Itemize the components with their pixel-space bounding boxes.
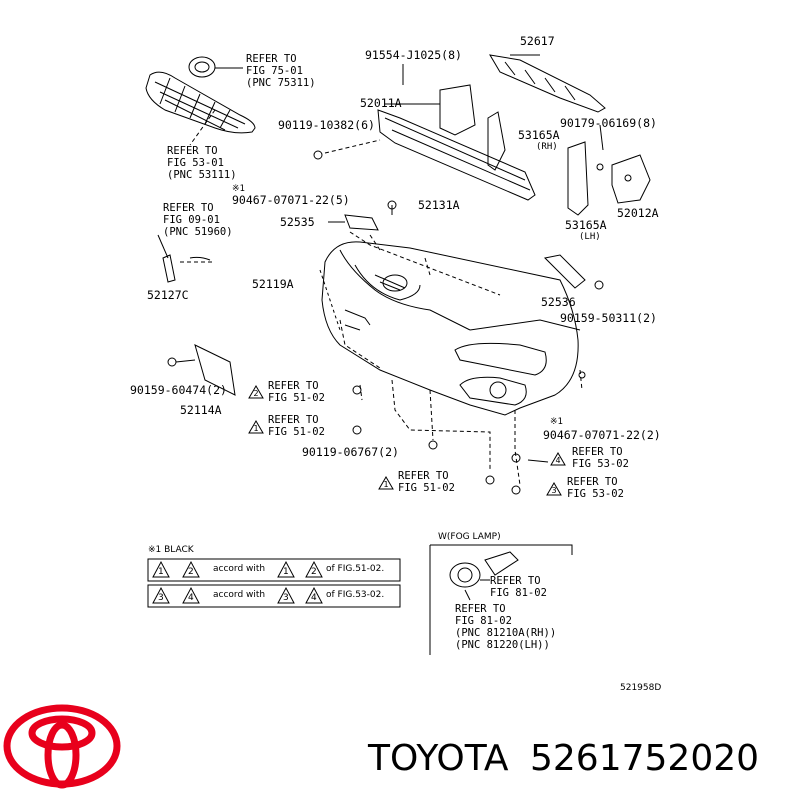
legend-row1-text: accord with [213, 564, 266, 574]
triangle-1-icon: 1 [248, 420, 264, 434]
part-52011a: 52011A [360, 96, 402, 110]
bracket-53165a-rh-drawing [487, 111, 506, 171]
bracket-52127c-drawing [162, 254, 176, 283]
bracket-52536-drawing [543, 254, 586, 289]
part-52127c: 52127C [147, 288, 189, 302]
grille-drawing [145, 71, 256, 134]
legend-row2-c: 3 [283, 593, 289, 603]
part-number: 5261752020 [530, 738, 760, 779]
legend-row2-a: 3 [158, 593, 164, 603]
label-rh: (RH) [536, 142, 558, 152]
part-90467-lower: 90467-07071-22(2) [543, 428, 661, 442]
bumper-reinforcement-drawing [377, 109, 536, 201]
legend-row1-c: 1 [283, 567, 289, 577]
diagram-code: 521958D [620, 683, 662, 693]
part-52536: 52536 [541, 295, 576, 309]
mark-1-lower: ※1 [550, 417, 563, 427]
legend-row1-b: 2 [188, 567, 194, 577]
bracket-53165a-lh-drawing [567, 141, 589, 216]
part-90119-10382: 90119-10382(6) [278, 118, 375, 132]
legend-row-2 [147, 584, 401, 608]
legend-row1-a: 1 [158, 567, 164, 577]
fog-lamp-box [429, 544, 573, 655]
brand-name: TOYOTA [368, 738, 509, 779]
retainer-upper-drawing [489, 54, 606, 113]
legend-row2-text: accord with [213, 590, 266, 600]
part-52119a: 52119A [252, 277, 294, 291]
bracket-52012a-drawing [611, 154, 651, 204]
triangle-1-icon: 1 [378, 476, 394, 490]
triangle-2-icon: 2 [248, 385, 264, 399]
mark-1-upper: ※1 [232, 184, 245, 194]
legend-title: ※1 BLACK [148, 545, 194, 555]
part-52617: 52617 [520, 34, 555, 48]
fog-lamp-drawing [449, 562, 481, 588]
part-90119-06767: 90119-06767(2) [302, 445, 399, 459]
label-lh: (LH) [579, 232, 601, 242]
part-52535: 52535 [280, 215, 315, 229]
legend-row1-suffix: of FIG.51-02. [326, 564, 385, 574]
bracket-52535-drawing [344, 214, 379, 231]
triangle-4-icon: 4 [550, 452, 566, 466]
toyota-logo [3, 704, 121, 789]
bumper-cover-drawing [319, 241, 581, 416]
legend-row1-d: 2 [311, 567, 317, 577]
legend-row2-b: 4 [188, 593, 194, 603]
part-91554: 91554-J1025(8) [365, 48, 462, 62]
bracket-52114a-drawing [194, 344, 236, 396]
fog-lamp-title: W(FOG LAMP) [438, 532, 501, 542]
part-90179: 90179-06169(8) [560, 116, 657, 130]
bracket-52011a-drawing [439, 84, 476, 136]
part-52131a: 52131A [418, 198, 460, 212]
part-90159-60474: 90159-60474(2) [130, 383, 227, 397]
legend-row2-suffix: of FIG.53-02. [326, 590, 385, 600]
part-53165a-rh: 53165A [518, 128, 560, 142]
emblem-drawing [188, 56, 216, 78]
legend-row2-d: 4 [311, 593, 317, 603]
part-90159-50311: 90159-50311(2) [560, 311, 657, 325]
part-52012a: 52012A [617, 206, 659, 220]
part-53165a-lh: 53165A [565, 218, 607, 232]
triangle-3-icon: 3 [546, 482, 562, 496]
legend-row-1 [147, 558, 401, 582]
part-52114a: 52114A [180, 403, 222, 417]
part-90467-upper: 90467-07071-22(5) [232, 193, 350, 207]
